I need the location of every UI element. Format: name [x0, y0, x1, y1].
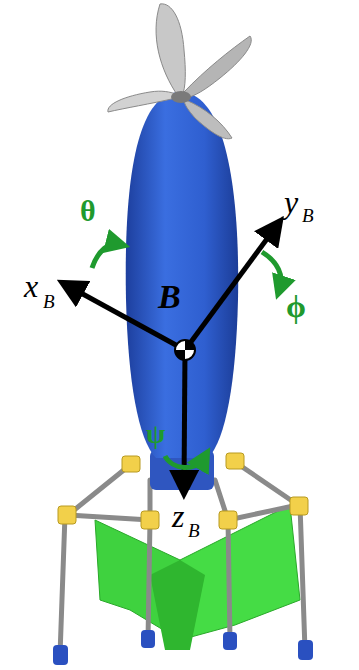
- rotation-symbol: ϕ: [286, 290, 306, 322]
- propeller: [108, 4, 251, 139]
- rotation-arrows: [92, 244, 281, 468]
- axis-label: y: [284, 186, 298, 218]
- rotation-symbol: ψ: [146, 420, 165, 448]
- axis-subscript: B: [188, 521, 200, 540]
- axis-label: x: [24, 270, 38, 302]
- frame-label: B: [158, 280, 181, 314]
- axis-subscript: B: [302, 206, 314, 225]
- fuselage: [126, 92, 238, 458]
- landing-rods: [60, 462, 305, 655]
- fin: [150, 560, 205, 650]
- body-axes: [70, 228, 275, 485]
- rotation-symbol: θ: [80, 196, 96, 226]
- feet: [53, 630, 313, 665]
- axis-label: z: [172, 500, 184, 532]
- cg-symbol: [175, 340, 195, 360]
- axis-subscript: B: [43, 292, 55, 311]
